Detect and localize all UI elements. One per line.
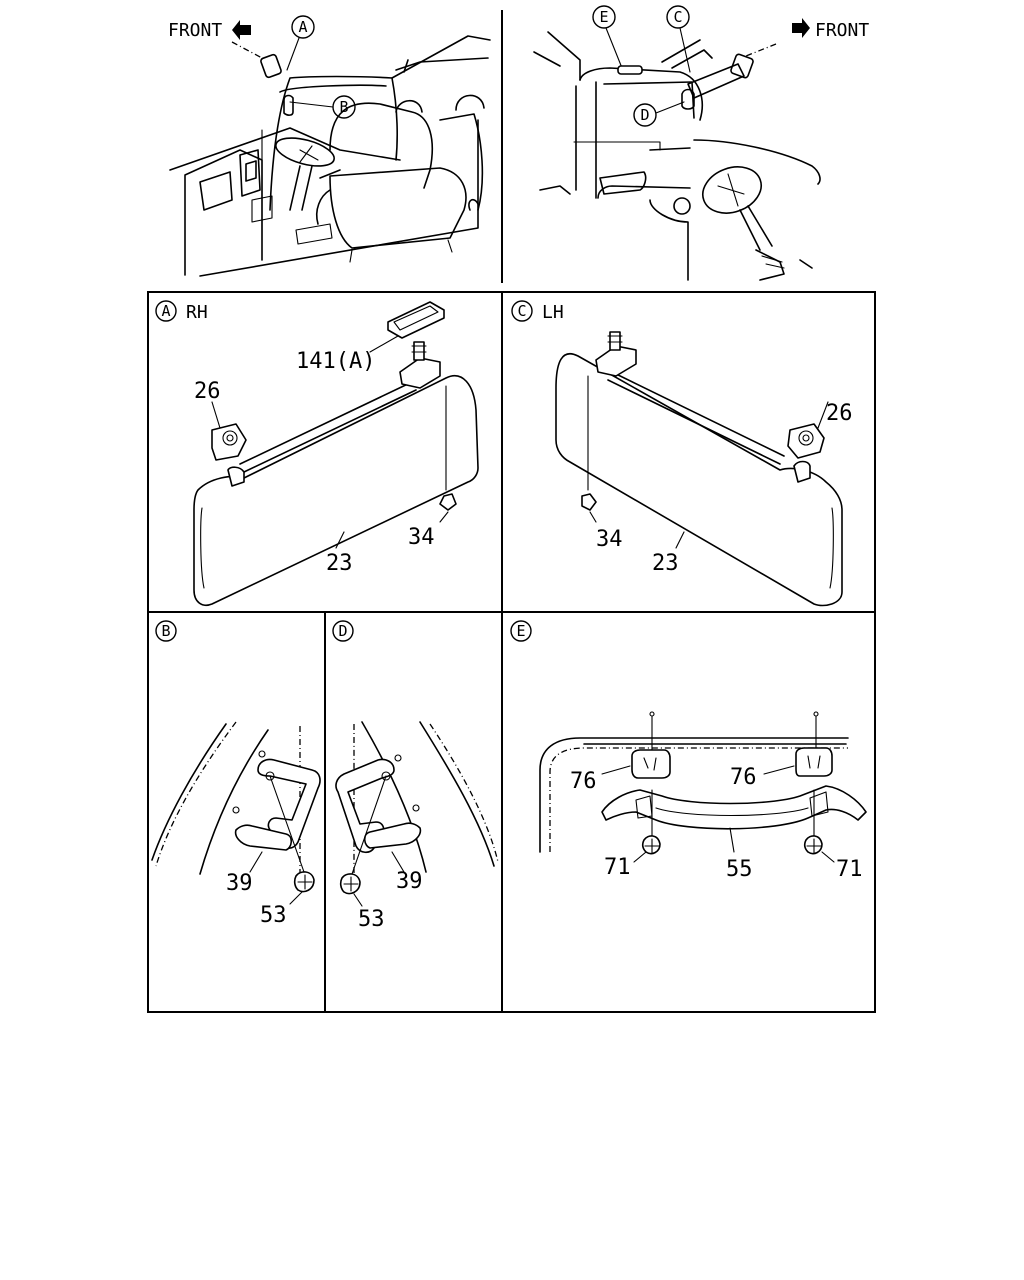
part-26-label-rh: 26 bbox=[194, 379, 221, 404]
callout-b-label: B bbox=[339, 98, 348, 116]
front-arrow-left-icon bbox=[232, 20, 251, 40]
part-53-label-b: 53 bbox=[260, 903, 287, 928]
callout-e-circle bbox=[592, 5, 616, 29]
callout-d-label: D bbox=[640, 106, 649, 124]
panel-b-letter: B bbox=[161, 622, 170, 640]
front-arrow-right-icon bbox=[792, 18, 810, 38]
part-23-label-lh: 23 bbox=[652, 551, 679, 576]
part-53-label-d: 53 bbox=[358, 907, 385, 932]
part-76-label-right: 76 bbox=[730, 765, 757, 790]
callout-a-circle bbox=[291, 15, 315, 39]
panel-a-letter: A bbox=[161, 302, 170, 320]
panel-e-letter: E bbox=[516, 622, 525, 640]
panel-d: D 39 53 bbox=[332, 620, 499, 932]
panel-b: B 39 53 bbox=[151, 620, 321, 928]
front-label-right: FRONT bbox=[815, 20, 869, 41]
panel-e: E 76 76 71 55 71 bbox=[510, 620, 867, 882]
callout-e-label: E bbox=[599, 8, 608, 26]
clip-76-right bbox=[795, 747, 833, 777]
cover-141a bbox=[387, 301, 445, 339]
spacer-39-d bbox=[363, 822, 422, 849]
panel-c-lh: C LH 26 34 23 bbox=[511, 300, 853, 607]
spacer-39-b bbox=[234, 824, 293, 851]
part-39-label-d: 39 bbox=[396, 869, 423, 894]
grab-handle-55 bbox=[601, 785, 867, 830]
part-39-label-b: 39 bbox=[226, 871, 253, 896]
part-55-label: 55 bbox=[726, 857, 753, 882]
part-23-label-rh: 23 bbox=[326, 551, 353, 576]
front-label-left: FRONT bbox=[168, 20, 222, 41]
detail-frame bbox=[147, 291, 876, 1013]
panel-a-side-label: RH bbox=[186, 302, 208, 323]
retainer-26-rh bbox=[211, 423, 247, 461]
part-71-label-left: 71 bbox=[604, 855, 631, 880]
part-34-label-rh: 34 bbox=[408, 525, 435, 550]
part-76-label-left: 76 bbox=[570, 769, 597, 794]
panel-d-letter: D bbox=[338, 622, 347, 640]
part-26-label-lh: 26 bbox=[826, 401, 853, 426]
callout-a-label: A bbox=[298, 18, 307, 36]
callout-d-circle bbox=[633, 103, 657, 127]
callout-c-circle bbox=[666, 5, 690, 29]
overview-right: FRONT E C D bbox=[533, 5, 869, 281]
panel-a-rh: A RH 141(A) 26 34 23 bbox=[155, 300, 479, 606]
panel-c-letter: C bbox=[517, 302, 526, 320]
part-34-label-lh: 34 bbox=[596, 527, 623, 552]
part-71-label-right: 71 bbox=[836, 857, 863, 882]
callout-c-label: C bbox=[673, 8, 682, 26]
part-141a-label: 141(A) bbox=[296, 349, 375, 374]
overview-left: FRONT A B bbox=[168, 15, 491, 277]
clip-76-left bbox=[631, 749, 671, 779]
panel-c-side-label: LH bbox=[542, 302, 564, 323]
sun-visor-lh bbox=[555, 353, 843, 607]
